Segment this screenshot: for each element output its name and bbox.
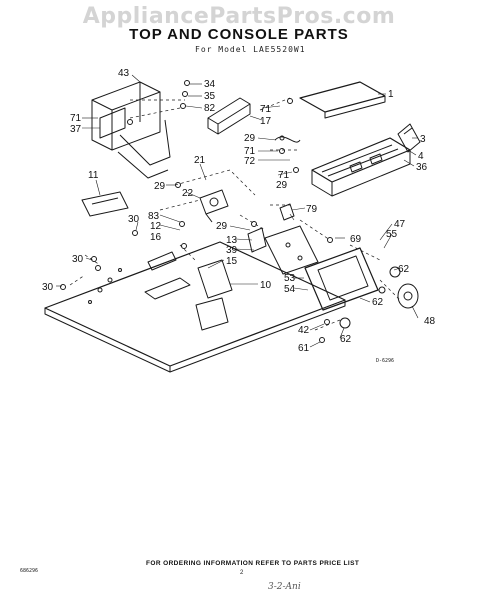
callout-83: 83 xyxy=(148,211,160,222)
callout-34: 34 xyxy=(204,79,216,90)
model-subtitle: For Model LAE5520W1 xyxy=(195,45,306,54)
label-card xyxy=(81,191,129,217)
handwritten-note: 3-2-Ani xyxy=(268,582,301,592)
document-code: 686296 xyxy=(20,568,39,574)
figure-code: D-6296 xyxy=(376,358,395,364)
callout-21: 21 xyxy=(194,155,206,166)
switch-block xyxy=(279,203,295,221)
callout-71: 71 xyxy=(260,104,272,115)
callout-79: 79 xyxy=(306,204,318,215)
callout-61: 61 xyxy=(298,343,310,354)
callout-54: 54 xyxy=(284,284,296,295)
wire-harness xyxy=(274,135,301,143)
callout-3: 3 xyxy=(420,134,426,145)
callout-29: 29 xyxy=(244,133,256,144)
callout-71: 71 xyxy=(278,170,290,181)
control-plate xyxy=(207,97,251,135)
callout-1: 1 xyxy=(388,89,394,100)
callout-22: 22 xyxy=(182,188,194,199)
guide-lines xyxy=(69,97,401,331)
callout-62: 62 xyxy=(372,297,384,308)
callout-30: 30 xyxy=(72,254,84,265)
console-housing xyxy=(311,137,411,197)
door-frame xyxy=(304,247,379,311)
callout-17: 17 xyxy=(260,116,272,127)
timer-assembly xyxy=(199,189,229,223)
callout-29: 29 xyxy=(216,221,228,232)
callout-47: 47 xyxy=(394,219,406,230)
backsplash-panel xyxy=(299,81,386,119)
callout-71: 71 xyxy=(244,146,256,157)
control-board xyxy=(264,225,319,275)
callout-29: 29 xyxy=(154,181,166,192)
left-bracket-assembly xyxy=(91,81,171,179)
lid-hinge xyxy=(195,259,233,331)
end-bracket xyxy=(397,123,421,153)
callout-43: 43 xyxy=(118,68,130,79)
callout-62: 62 xyxy=(340,334,352,345)
callout-numbers: 43 34 35 82 71 37 1 71 17 3 29 4 71 72 3… xyxy=(42,68,436,354)
page-number: 2 xyxy=(240,570,244,576)
callout-39: 39 xyxy=(226,245,238,256)
callout-35: 35 xyxy=(204,91,216,102)
callout-71: 71 xyxy=(70,113,82,124)
callout-36: 36 xyxy=(416,162,428,173)
callout-11: 11 xyxy=(88,170,99,181)
callout-12: 12 xyxy=(150,221,162,232)
callout-16: 16 xyxy=(150,232,162,243)
callout-42: 42 xyxy=(298,325,310,336)
callout-72: 72 xyxy=(244,156,256,167)
leader-lines xyxy=(56,74,419,348)
watermark-text: AppliancePartsPros.com xyxy=(82,4,396,29)
knob-assembly xyxy=(339,266,419,329)
screws xyxy=(60,80,333,343)
callout-69: 69 xyxy=(350,234,362,245)
callout-48: 48 xyxy=(424,316,436,327)
mounting-bracket xyxy=(247,227,267,253)
callout-37: 37 xyxy=(70,124,82,135)
callout-82: 82 xyxy=(204,103,216,114)
callout-62: 62 xyxy=(398,264,410,275)
callout-4: 4 xyxy=(418,151,424,162)
ordering-note: FOR ORDERING INFORMATION REFER TO PARTS … xyxy=(146,560,360,567)
callout-13: 13 xyxy=(226,235,238,246)
page-title: TOP AND CONSOLE PARTS xyxy=(129,26,349,43)
callout-10: 10 xyxy=(260,280,272,291)
callout-30: 30 xyxy=(42,282,54,293)
callout-53: 53 xyxy=(284,273,296,284)
callout-30: 30 xyxy=(128,214,140,225)
callout-55: 55 xyxy=(386,229,398,240)
callout-15: 15 xyxy=(226,256,238,267)
callout-29: 29 xyxy=(276,180,288,191)
